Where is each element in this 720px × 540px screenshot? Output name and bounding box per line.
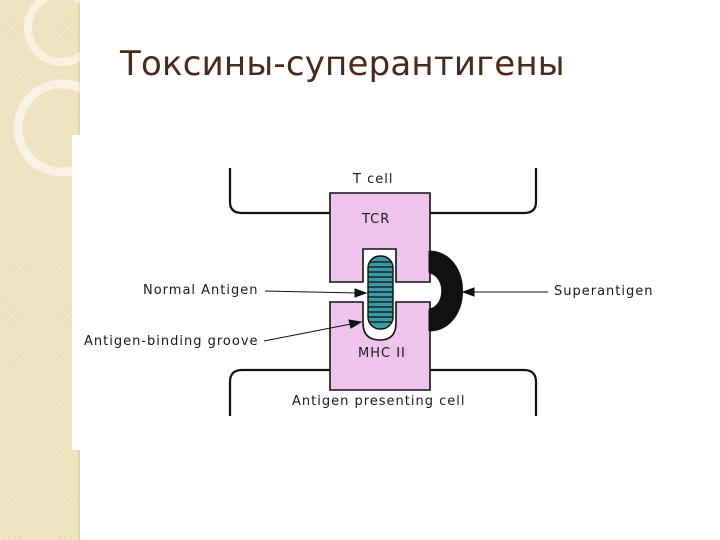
- binding-groove-arrow: [263, 323, 352, 342]
- tcr-receptor: [329, 192, 431, 283]
- t-cell-label: T cell: [353, 172, 394, 187]
- apc-label: Antigen presenting cell: [292, 394, 466, 409]
- binding-groove-label: Antigen-binding groove: [84, 334, 259, 349]
- normal-antigen-label: Normal Antigen: [143, 283, 259, 298]
- superantigen-label: Superantigen: [554, 284, 654, 299]
- normal-antigen-arrow: [264, 290, 357, 294]
- tcr-label: TCR: [362, 212, 391, 227]
- mhc-ii-label: MHC II: [358, 346, 406, 361]
- superantigen-molecule: [428, 250, 463, 332]
- sidebar-ornament: [13, 0, 80, 450]
- normal-antigen-peptide: [367, 255, 394, 330]
- slide-title: Токсины-суперантигены: [120, 44, 565, 84]
